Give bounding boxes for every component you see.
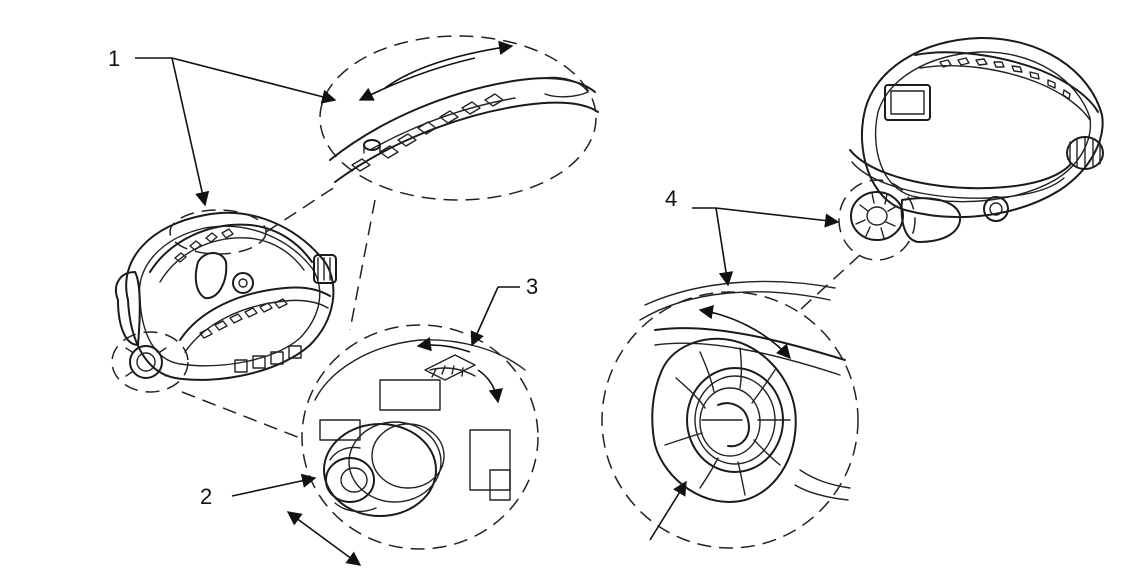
headgear-left-view [115,211,337,381]
callout-leaders [135,57,840,497]
detail-circle-top-strap [169,209,267,255]
callout-2: 2 [200,484,212,509]
callout-4: 4 [665,186,677,211]
detail-circle-rear-knob [111,331,189,393]
callout-3: 3 [526,274,538,299]
callout-1: 1 [108,46,120,71]
strap-detail-view [319,35,599,201]
side-knob-detail-view [601,280,859,549]
headgear-right-view [849,36,1104,243]
rear-knob-detail-view [286,324,539,566]
